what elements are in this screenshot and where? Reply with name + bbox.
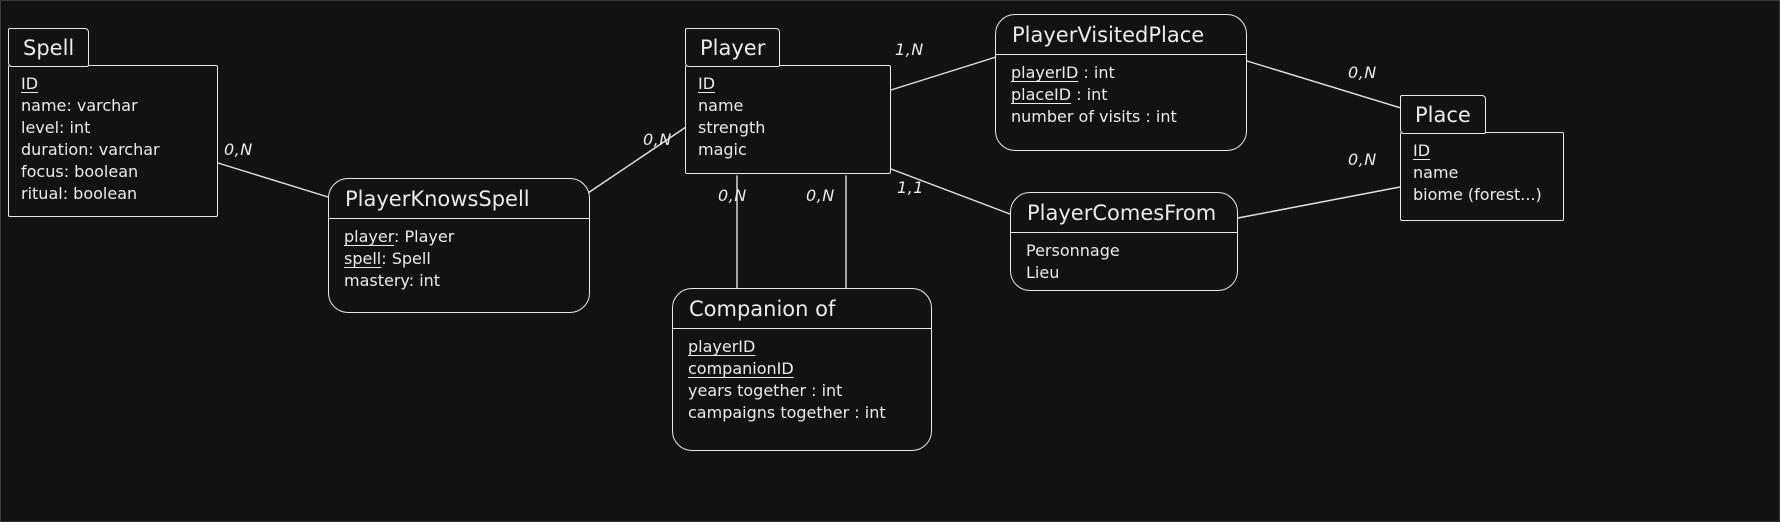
relationship-playercomesfrom[interactable]: PlayerComesFrom Personnage Lieu	[1010, 192, 1238, 291]
entity-player-title: Player	[685, 28, 781, 67]
attr-key: companionID	[688, 359, 794, 378]
attr-key: playerID	[1011, 63, 1079, 82]
entity-place[interactable]: Place ID name biome (forest...)	[1400, 95, 1564, 221]
cardinality-playervisitedplace-place[interactable]: 0,N	[1348, 63, 1377, 82]
attr-text: level: int	[21, 118, 91, 137]
attr-text: name: varchar	[21, 96, 138, 115]
attr-text: : int	[1071, 85, 1108, 104]
attr-key: ID	[21, 74, 39, 93]
attr-row: Personnage	[1026, 240, 1222, 262]
attr-text: name	[1413, 163, 1459, 182]
attr-text: Lieu	[1026, 263, 1060, 282]
attr-text: biome (forest...)	[1413, 185, 1542, 204]
cardinality-player-companionof-right[interactable]: 0,N	[806, 186, 835, 205]
attr-key: ID	[1413, 141, 1431, 160]
attr-row: biome (forest...)	[1413, 184, 1551, 206]
attr-row: name	[698, 95, 878, 117]
attr-row: campaigns together : int	[688, 402, 916, 424]
attr-row: name: varchar	[21, 95, 205, 117]
entity-spell-body: ID name: varchar level: int duration: va…	[8, 65, 218, 217]
attr-row: playerID : int	[1011, 62, 1231, 84]
cardinality-playercomesfrom-place[interactable]: 0,N	[1348, 150, 1377, 169]
entity-player[interactable]: Player ID name strength magic	[685, 28, 891, 174]
attr-text: magic	[698, 140, 747, 159]
relationship-title: PlayerComesFrom	[1011, 193, 1237, 233]
entity-player-body: ID name strength magic	[685, 65, 891, 174]
attr-key: playerID	[688, 337, 756, 356]
connector-playercomesfrom-place[interactable]	[1237, 186, 1401, 219]
attr-row: years together : int	[688, 380, 916, 402]
attr-text: name	[698, 96, 744, 115]
relationship-title: PlayerVisitedPlace	[996, 15, 1246, 55]
attr-row: magic	[698, 139, 878, 161]
attr-row: number of visits : int	[1011, 106, 1231, 128]
attr-text: campaigns together : int	[688, 403, 886, 422]
attr-text: : Spell	[381, 249, 431, 268]
connector-spell-playerknowsspell[interactable]	[217, 162, 329, 198]
attr-row: mastery: int	[344, 270, 574, 292]
attr-row: Lieu	[1026, 262, 1222, 284]
relationship-attrs: playerID : int placeID : int number of v…	[996, 55, 1246, 135]
attr-row: companionID	[688, 358, 916, 380]
attr-row: ritual: boolean	[21, 183, 205, 205]
attr-key: spell	[344, 249, 382, 268]
attr-row: strength	[698, 117, 878, 139]
relationship-title: PlayerKnowsSpell	[329, 179, 589, 219]
attr-text: ritual: boolean	[21, 184, 138, 203]
entity-place-title: Place	[1400, 95, 1486, 134]
relationship-companionof[interactable]: Companion of playerID companionID years …	[672, 288, 932, 451]
cardinality-player-playercomesfrom[interactable]: 1,1	[897, 178, 924, 197]
attr-key: placeID	[1011, 85, 1072, 104]
attr-row: placeID : int	[1011, 84, 1231, 106]
attr-text: focus: boolean	[21, 162, 139, 181]
attr-row: level: int	[21, 117, 205, 139]
attr-row: spell: Spell	[344, 248, 574, 270]
relationship-playervisitedplace[interactable]: PlayerVisitedPlace playerID : int placeI…	[995, 14, 1247, 151]
attr-row: duration: varchar	[21, 139, 205, 161]
cardinality-playerknowsspell-player[interactable]: 0,N	[643, 130, 672, 149]
cardinality-player-companionof-left[interactable]: 0,N	[718, 186, 747, 205]
connector-playerknowsspell-player[interactable]	[587, 126, 687, 194]
cardinality-player-playervisitedplace[interactable]: 1,N	[895, 40, 924, 59]
connector-playervisitedplace-place[interactable]	[1246, 60, 1402, 109]
attr-row: ID	[21, 73, 205, 95]
relationship-attrs: Personnage Lieu	[1011, 233, 1237, 291]
attr-key: ID	[698, 74, 716, 93]
relationship-playerknowsspell[interactable]: PlayerKnowsSpell player: Player spell: S…	[328, 178, 590, 313]
attr-row: ID	[698, 73, 878, 95]
attr-text: : Player	[394, 227, 455, 246]
attr-text: strength	[698, 118, 766, 137]
attr-row: player: Player	[344, 226, 574, 248]
relationship-attrs: playerID companionID years together : in…	[673, 329, 931, 431]
attr-text: duration: varchar	[21, 140, 160, 159]
entity-spell[interactable]: Spell ID name: varchar level: int durati…	[8, 28, 218, 217]
connector-player-playercomesfrom[interactable]	[890, 168, 1011, 215]
attr-row: name	[1413, 162, 1551, 184]
connector-player-playervisitedplace[interactable]	[890, 56, 997, 91]
attr-text: years together : int	[688, 381, 843, 400]
attr-row: ID	[1413, 140, 1551, 162]
attr-key: player	[344, 227, 395, 246]
attr-row: focus: boolean	[21, 161, 205, 183]
attr-text: number of visits : int	[1011, 107, 1177, 126]
entity-spell-title: Spell	[8, 28, 90, 67]
relationship-attrs: player: Player spell: Spell mastery: int	[329, 219, 589, 299]
relationship-title: Companion of	[673, 289, 931, 329]
cardinality-spell-playerknowsspell[interactable]: 0,N	[224, 140, 253, 159]
attr-text: Personnage	[1026, 241, 1120, 260]
entity-place-body: ID name biome (forest...)	[1400, 132, 1564, 221]
attr-text: : int	[1078, 63, 1115, 82]
attr-row: playerID	[688, 336, 916, 358]
attr-text: mastery: int	[344, 271, 441, 290]
